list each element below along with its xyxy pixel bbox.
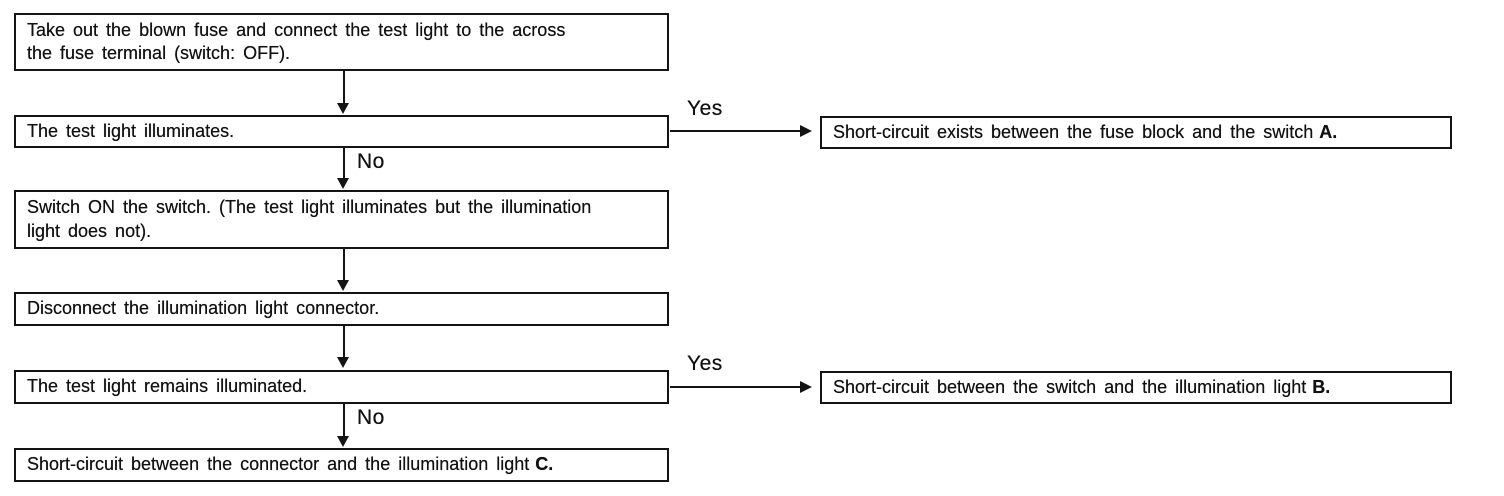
node-result-a-label: A.: [1319, 121, 1338, 142]
node-test-light-illuminates: The test light illuminates.: [14, 115, 669, 148]
node-result-c-text: Short-circuit between the connector and …: [27, 454, 530, 475]
node-switch-on: Switch ON the switch. (The test light il…: [14, 190, 669, 249]
connector-step2-step3-arrowhead: [337, 178, 349, 189]
node-result-a: Short-circuit exists between the fuse bl…: [820, 116, 1452, 149]
connector-step2-step3-line: [343, 148, 345, 179]
node-result-c-label: C.: [535, 454, 554, 475]
node-disconnect-connector-text: Disconnect the illumination light connec…: [27, 298, 380, 319]
node-disconnect-connector: Disconnect the illumination light connec…: [14, 292, 669, 326]
node-test-light-remains: The test light remains illuminated.: [14, 370, 669, 404]
node-take-out-fuse-text: Take out the blown fuse and connect the …: [27, 19, 566, 63]
node-result-a-text: Short-circuit exists between the fuse bl…: [833, 121, 1314, 142]
branch-label-yes-1: Yes: [687, 97, 723, 120]
branch-label-yes-2: Yes: [687, 352, 723, 375]
node-switch-on-text: Switch ON the switch. (The test light il…: [27, 197, 592, 241]
node-result-c: Short-circuit between the connector and …: [14, 448, 669, 482]
connector-step5-resultB-line: [670, 386, 801, 388]
node-result-b-text: Short-circuit between the switch and the…: [833, 376, 1307, 397]
node-result-b-label: B.: [1312, 376, 1331, 397]
branch-label-no-2: No: [357, 406, 385, 429]
connector-step4-step5-arrowhead: [337, 357, 349, 368]
connector-step1-step2-line: [343, 71, 345, 104]
connector-step5-step6-line: [343, 404, 345, 437]
connector-step2-resultA-arrowhead: [800, 125, 812, 137]
connector-step5-step6-arrowhead: [337, 436, 349, 447]
connector-step1-step2-arrowhead: [337, 103, 349, 114]
connector-step3-step4-line: [343, 249, 345, 281]
node-test-light-illuminates-text: The test light illuminates.: [27, 120, 235, 141]
connector-step2-resultA-line: [670, 130, 801, 132]
connector-step5-resultB-arrowhead: [800, 381, 812, 393]
node-take-out-fuse: Take out the blown fuse and connect the …: [14, 13, 669, 71]
node-test-light-remains-text: The test light remains illuminated.: [27, 376, 308, 397]
branch-label-no-1: No: [357, 150, 385, 173]
connector-step4-step5-line: [343, 326, 345, 358]
node-result-b: Short-circuit between the switch and the…: [820, 371, 1452, 404]
connector-step3-step4-arrowhead: [337, 280, 349, 291]
